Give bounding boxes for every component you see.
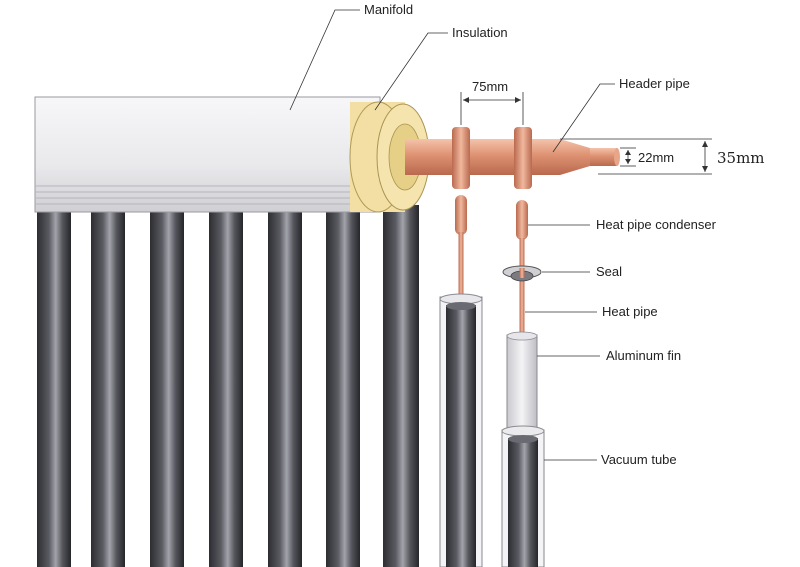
vacuum-tube	[268, 212, 302, 567]
label-heat-pipe: Heat pipe	[602, 304, 658, 319]
label-pipe-diameter: 22mm	[638, 150, 674, 165]
vacuum-tube	[383, 205, 419, 567]
dimension-22mm	[620, 147, 636, 167]
vacuum-tube	[37, 212, 71, 567]
manifold	[34, 96, 381, 213]
vacuum-tube-row	[37, 205, 419, 567]
aluminum-fin	[506, 331, 538, 436]
label-spacing: 75mm	[472, 79, 508, 94]
label-vacuum-tube: Vacuum tube	[601, 452, 677, 467]
heat-pipes	[458, 232, 525, 338]
label-header-pipe: Header pipe	[619, 76, 690, 91]
label-aluminum-fin: Aluminum fin	[606, 348, 681, 363]
dimension-75mm	[460, 92, 524, 125]
heat-pipe-condensers	[455, 195, 528, 240]
vacuum-tube	[91, 212, 125, 567]
vacuum-tube	[209, 212, 243, 567]
header-pipe	[405, 127, 620, 189]
label-manifold: Manifold	[364, 2, 413, 17]
vacuum-tube	[326, 212, 360, 567]
label-heat-pipe-condenser: Heat pipe condenser	[596, 217, 717, 232]
label-seal: Seal	[596, 264, 622, 279]
label-insulation: Insulation	[452, 25, 508, 40]
vacuum-tube-exploded	[501, 425, 545, 567]
label-outer-diameter: 35mm	[717, 149, 765, 167]
leader-lines	[289, 9, 615, 461]
vacuum-tube	[150, 212, 184, 567]
vacuum-tube-assembled	[439, 293, 483, 567]
seal	[502, 265, 542, 282]
dimension-35mm	[560, 138, 712, 175]
